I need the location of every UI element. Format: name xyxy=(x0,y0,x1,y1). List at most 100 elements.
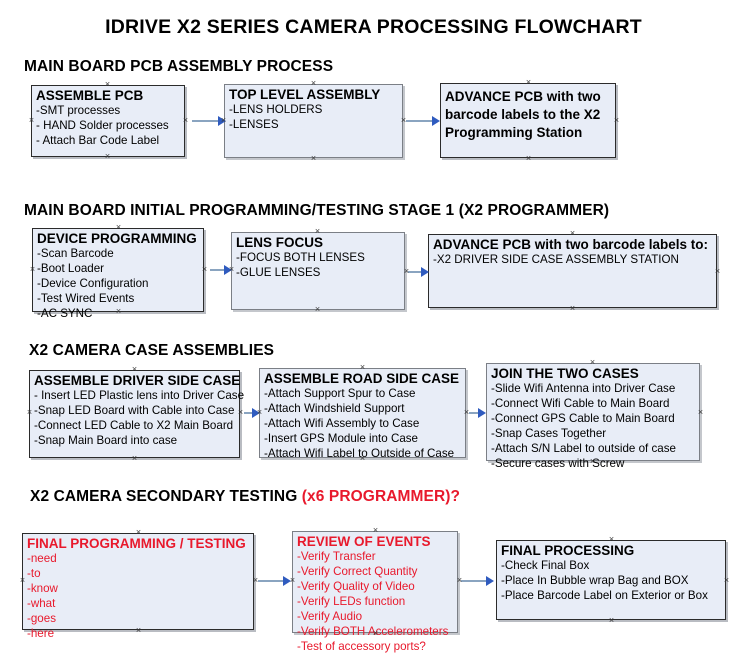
box-line: -here xyxy=(27,627,55,641)
connector-line xyxy=(192,120,224,122)
connector-endpoint-marker xyxy=(29,266,36,273)
connector-endpoint-marker xyxy=(314,228,321,235)
box-title: LENS FOCUS xyxy=(236,235,324,250)
connector-endpoint-marker xyxy=(182,117,189,124)
connector-endpoint-marker xyxy=(28,117,35,124)
connector-endpoint-marker xyxy=(569,305,576,312)
section-heading-2: MAIN BOARD INITIAL PROGRAMMING/TESTING S… xyxy=(24,202,609,220)
box-line: -Insert GPS Module into Case xyxy=(264,432,419,446)
box-line: -Snap LED Board with Cable into Case xyxy=(34,404,235,418)
connector-line xyxy=(406,120,436,122)
connector-endpoint-marker xyxy=(19,577,26,584)
box-title: REVIEW OF EVENTS xyxy=(297,534,431,549)
box-line: -Attach Wifi Assembly to Case xyxy=(264,417,420,431)
connector-endpoint-marker xyxy=(220,117,227,124)
connector-endpoint-marker xyxy=(400,117,407,124)
arrow-head-icon xyxy=(478,408,486,418)
arrow-head-icon xyxy=(283,576,291,586)
box-line: -SMT processes xyxy=(36,104,121,118)
box-line: -Place Barcode Label on Exterior or Box xyxy=(501,589,708,603)
box-line: -Snap Cases Together xyxy=(491,427,607,441)
box-line: -Connect GPS Cable to Main Board xyxy=(491,412,675,426)
connector-line xyxy=(469,412,483,414)
connector-endpoint-marker xyxy=(463,409,470,416)
box-line: -goes xyxy=(27,612,57,626)
section-heading-1-text: MAIN BOARD PCB ASSEMBLY PROCESS xyxy=(24,58,334,75)
box-line: -Attach Support Spur to Case xyxy=(264,387,416,401)
connector-line xyxy=(258,580,288,582)
connector-endpoint-marker xyxy=(115,308,122,315)
box-line: -LENSES xyxy=(229,118,279,132)
arrow-head-icon xyxy=(432,116,440,126)
box-line: -Snap Main Board into case xyxy=(34,434,178,448)
process-box-assemble-pcb[interactable]: ASSEMBLE PCB -SMT processes - HAND Solde… xyxy=(31,85,185,157)
process-box-assemble-road-side-case[interactable]: ASSEMBLE ROAD SIDE CASE -Attach Support … xyxy=(259,368,466,460)
connector-endpoint-marker xyxy=(697,409,704,416)
connector-endpoint-marker xyxy=(525,155,532,162)
connector-endpoint-marker xyxy=(359,455,366,462)
process-box-advance-pcb-driver-side[interactable]: ADVANCE PCB with two barcode labels to: … xyxy=(428,234,717,308)
box-line: -Verify Correct Quantity xyxy=(297,565,418,579)
box-line: -Verify Transfer xyxy=(297,550,376,564)
box-line: -AC SYNC xyxy=(37,307,93,321)
process-box-device-programming[interactable]: DEVICE PROGRAMMING -Scan Barcode -Boot L… xyxy=(32,228,204,320)
process-box-review-of-events[interactable]: REVIEW OF EVENTS -Verify Transfer -Verif… xyxy=(292,531,458,653)
box-line: -Connect Wifi Cable to Main Board xyxy=(491,397,670,411)
box-line: -Verify Audio xyxy=(297,610,363,624)
connector-endpoint-marker xyxy=(589,458,596,465)
connector-line xyxy=(210,269,230,271)
box-line: -LENS HOLDERS xyxy=(229,103,323,117)
section-heading-3: X2 CAMERA CASE ASSEMBLIES xyxy=(29,342,274,360)
connector-line xyxy=(244,412,258,414)
box-line: -to xyxy=(27,567,41,581)
box-line: -Attach S/N Label to outside of case xyxy=(491,442,676,456)
connector-endpoint-marker xyxy=(359,364,366,371)
connector-endpoint-marker xyxy=(310,80,317,87)
connector-endpoint-marker xyxy=(237,409,244,416)
section-heading-4: X2 CAMERA SECONDARY TESTING (x6 PROGRAMM… xyxy=(30,488,460,506)
process-box-top-level-assembly[interactable]: TOP LEVEL ASSEMBLY -LENS HOLDERS -LENSES xyxy=(224,84,403,158)
box-title: ADVANCE PCB with two barcode labels to t… xyxy=(445,89,601,140)
connector-endpoint-marker xyxy=(608,536,615,543)
box-line: -Scan Barcode xyxy=(37,247,114,261)
box-line: -Place In Bubble wrap Bag and BOX xyxy=(501,574,689,588)
connector-endpoint-marker xyxy=(104,153,111,160)
box-title: TOP LEVEL ASSEMBLY xyxy=(229,87,381,102)
box-line: -Device Configuration xyxy=(37,277,149,291)
connector-endpoint-marker xyxy=(456,577,463,584)
process-box-final-processing[interactable]: FINAL PROCESSING -Check Final Box -Place… xyxy=(496,540,726,620)
process-box-lens-focus[interactable]: LENS FOCUS -FOCUS BOTH LENSES -GLUE LENS… xyxy=(231,232,405,310)
connector-line xyxy=(461,580,491,582)
connector-endpoint-marker xyxy=(314,306,321,313)
section-heading-4-accent: (x6 PROGRAMMER)? xyxy=(301,488,461,505)
connector-endpoint-marker xyxy=(256,409,263,416)
box-line: -Verify Quality of Video xyxy=(297,580,415,594)
connector-endpoint-marker xyxy=(228,266,235,273)
connector-endpoint-marker xyxy=(104,81,111,88)
box-line: -Slide Wifi Antenna into Driver Case xyxy=(491,382,676,396)
process-box-final-programming-testing[interactable]: FINAL PROGRAMMING / TESTING -need -to -k… xyxy=(22,533,254,640)
section-heading-1: MAIN BOARD PCB ASSEMBLY PROCESS xyxy=(24,58,333,76)
process-box-advance-pcb-programming-station[interactable]: ADVANCE PCB with two barcode labels to t… xyxy=(440,83,616,158)
box-line: -Boot Loader xyxy=(37,262,105,276)
box-title: DEVICE PROGRAMMING xyxy=(37,231,197,246)
arrow-head-icon xyxy=(421,267,429,277)
box-line: -need xyxy=(27,552,57,566)
box-line: -Check Final Box xyxy=(501,559,590,573)
box-title: JOIN THE TWO CASES xyxy=(491,366,639,381)
box-line: -know xyxy=(27,582,58,596)
connector-endpoint-marker xyxy=(115,224,122,231)
box-line: -Test Wired Events xyxy=(37,292,135,306)
connector-endpoint-marker xyxy=(131,455,138,462)
process-box-join-the-two-cases[interactable]: JOIN THE TWO CASES -Slide Wifi Antenna i… xyxy=(486,363,700,470)
connector-endpoint-marker xyxy=(201,266,208,273)
box-title: FINAL PROGRAMMING / TESTING xyxy=(27,536,246,551)
box-title: ASSEMBLE ROAD SIDE CASE xyxy=(264,371,460,386)
arrow-head-icon xyxy=(486,576,494,586)
box-line: -Attach Windshield Support xyxy=(264,402,405,416)
connector-endpoint-marker xyxy=(589,359,596,366)
section-heading-3-text: X2 CAMERA CASE ASSEMBLIES xyxy=(29,342,275,359)
process-box-assemble-driver-side-case[interactable]: ASSEMBLE DRIVER SIDE CASE - Insert LED P… xyxy=(29,370,244,458)
connector-endpoint-marker xyxy=(613,117,620,124)
box-title: ADVANCE PCB with two barcode labels to: xyxy=(433,237,709,252)
